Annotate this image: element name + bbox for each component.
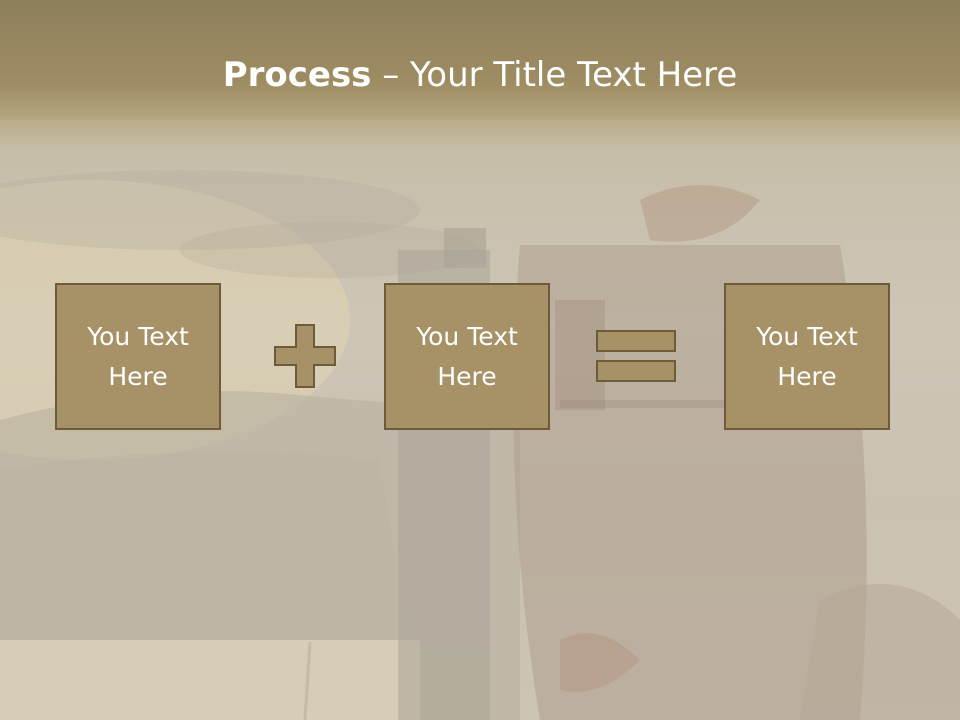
title-bold-part: Process xyxy=(222,55,372,95)
slide-title: Process – Your Title Text Here xyxy=(0,55,960,95)
equals-icon xyxy=(596,330,676,382)
process-box-1: You Text Here xyxy=(55,283,221,430)
title-rest-part: – Your Title Text Here xyxy=(371,55,738,95)
process-box-3: You Text Here xyxy=(724,283,890,430)
process-box-1-text: You Text Here xyxy=(87,321,189,391)
process-box-2: You Text Here xyxy=(384,283,550,430)
plus-icon xyxy=(274,324,336,388)
process-box-3-text: You Text Here xyxy=(756,321,858,391)
title-band xyxy=(0,0,960,150)
process-box-2-text: You Text Here xyxy=(416,321,518,391)
